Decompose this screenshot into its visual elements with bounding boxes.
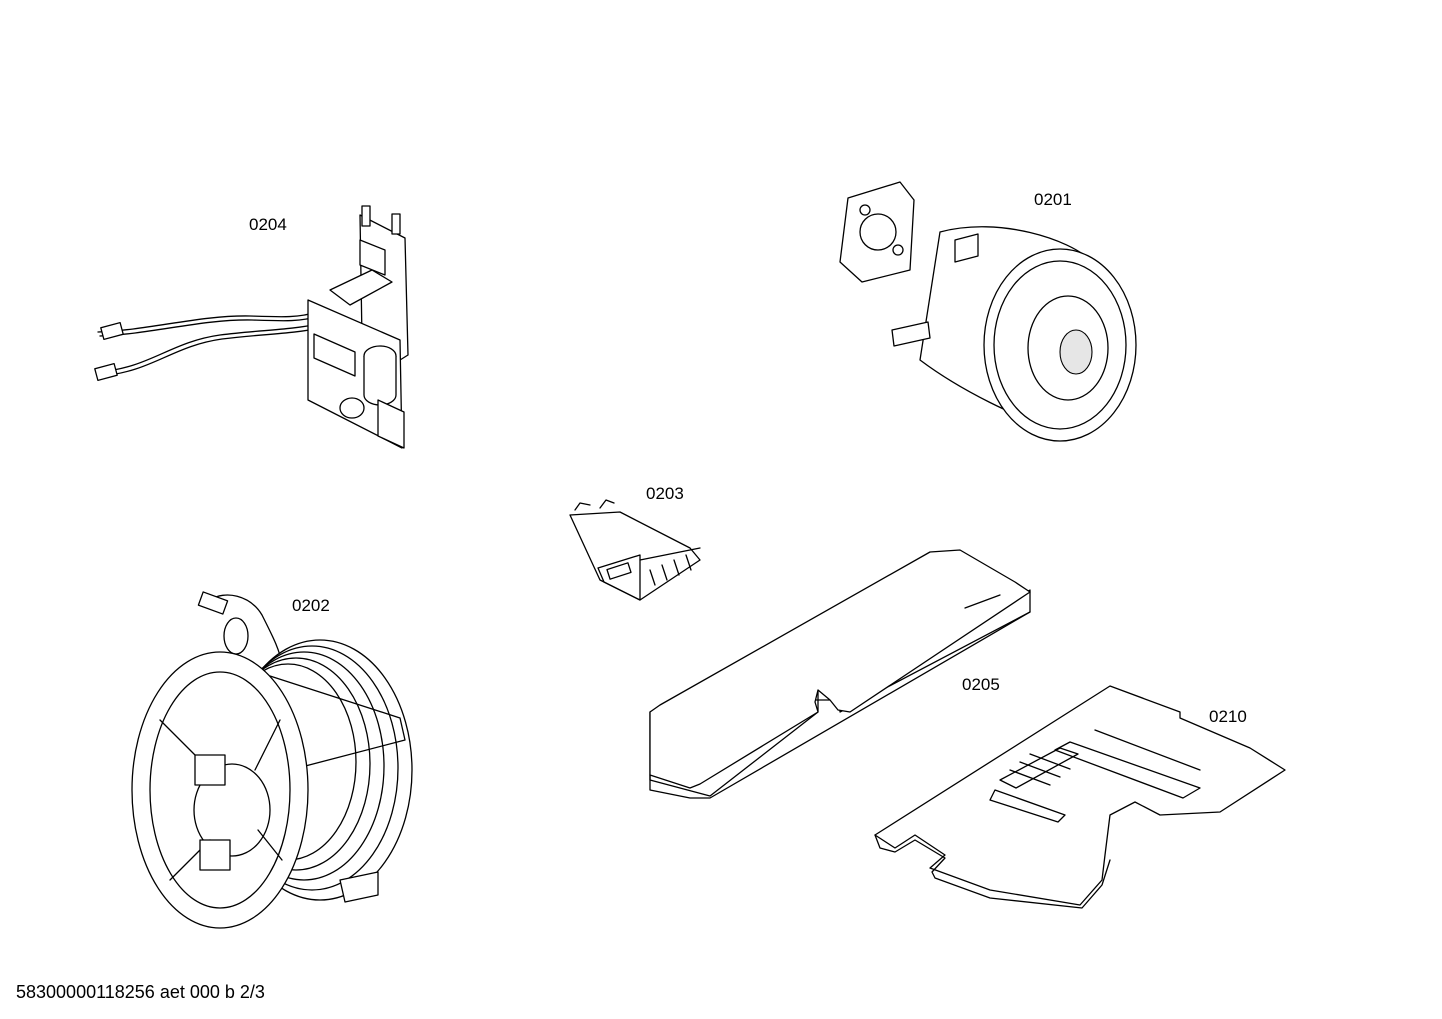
label-0202: 0202 [292,596,330,615]
part-0210-base-plate [874,685,1286,909]
label-0210: 0210 [1209,707,1247,726]
label-0201: 0201 [1034,190,1072,209]
part-0203-holder [569,499,701,601]
part-0204-control-board [94,205,409,449]
document-id: 58300000118256 aet 000 b 2/3 [16,982,265,1002]
label-0203: 0203 [646,484,684,503]
part-0201-motor [839,181,1137,442]
label-0204: 0204 [249,215,287,234]
label-0205: 0205 [962,675,1000,694]
part-0205-plate [649,549,1031,799]
part-0202-cable-reel [131,591,413,929]
